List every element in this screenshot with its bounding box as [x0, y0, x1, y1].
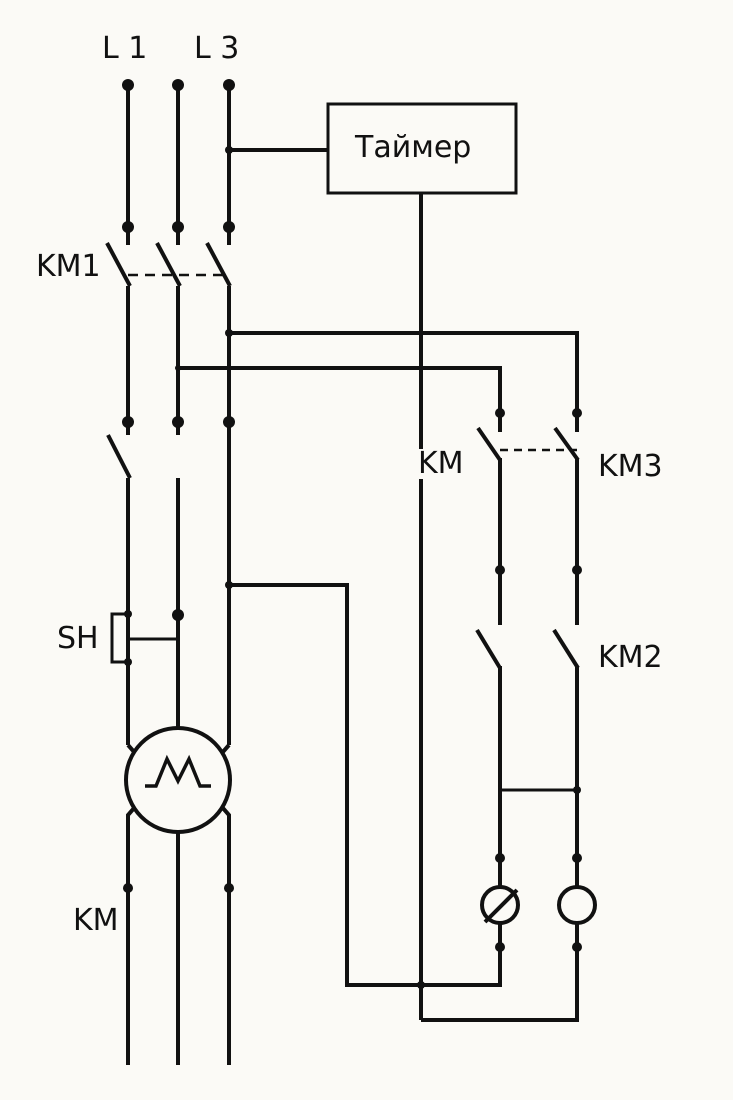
motor-symbol	[124, 726, 232, 1065]
km-upper-label: KM	[418, 446, 464, 481]
km3-label: KM3	[598, 449, 663, 484]
timer-label: Таймер	[355, 130, 472, 165]
km-lower-label: KM	[73, 903, 119, 938]
phase-label-l3: L 3	[194, 31, 240, 66]
km1-contactor	[105, 242, 232, 745]
indicator-lamps	[480, 885, 597, 947]
sh-thermal-relay	[110, 612, 178, 664]
sh-label: SH	[57, 621, 99, 656]
phase-label-l1: L 1	[102, 31, 148, 66]
phase-lines-top	[126, 85, 328, 245]
branch-wires	[178, 331, 579, 1022]
junction-dots	[122, 79, 582, 989]
km2-contacts	[475, 628, 580, 887]
km2-label: KM2	[598, 640, 663, 675]
lamp-icon	[557, 885, 597, 925]
km1-label: KM1	[36, 249, 101, 284]
km-km3-contacts	[476, 426, 580, 625]
